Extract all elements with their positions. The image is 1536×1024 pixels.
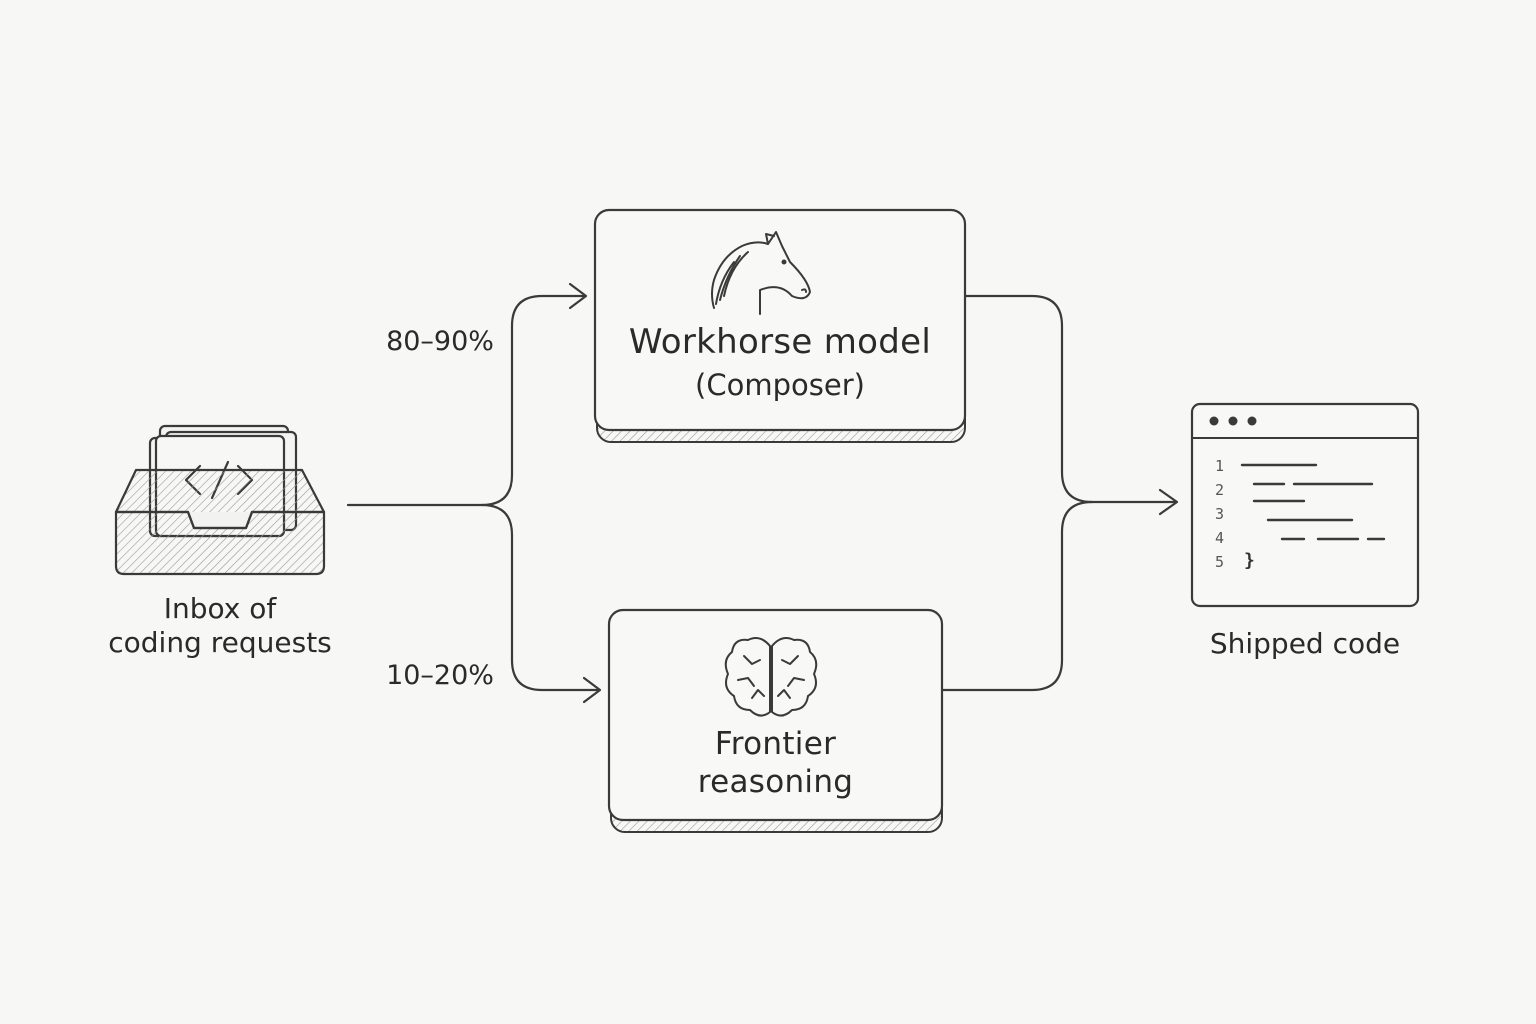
inbox-caption-line2: coding requests — [108, 625, 332, 659]
inbox-tray-icon — [114, 424, 326, 576]
code-line-number: 5 — [1215, 553, 1225, 571]
code-closing-brace: } — [1244, 550, 1255, 571]
frontier-title-line2: reasoning — [697, 764, 854, 800]
workhorse-box-shape — [593, 208, 967, 443]
top-route-percent: 80–90% — [386, 326, 494, 357]
code-line-number: 2 — [1215, 481, 1225, 499]
code-line-number: 3 — [1215, 505, 1225, 523]
horse-icon — [711, 231, 811, 315]
code-window-icon — [1190, 402, 1420, 608]
code-line-number: 1 — [1215, 457, 1225, 475]
workhorse-subtitle: (Composer) — [695, 368, 865, 402]
frontier-title-line1: Frontier — [714, 726, 837, 762]
workhorse-title: Workhorse model — [628, 322, 932, 362]
inbox-caption: Inbox of coding requests — [100, 592, 340, 659]
shipped-caption: Shipped code — [1209, 627, 1401, 660]
bottom-route-percent: 10–20% — [386, 660, 494, 691]
code-line-number: 4 — [1215, 529, 1225, 547]
inbox-caption-line1: Inbox of — [163, 592, 277, 625]
flow-connectors — [346, 282, 1179, 704]
brain-icon — [724, 637, 818, 717]
